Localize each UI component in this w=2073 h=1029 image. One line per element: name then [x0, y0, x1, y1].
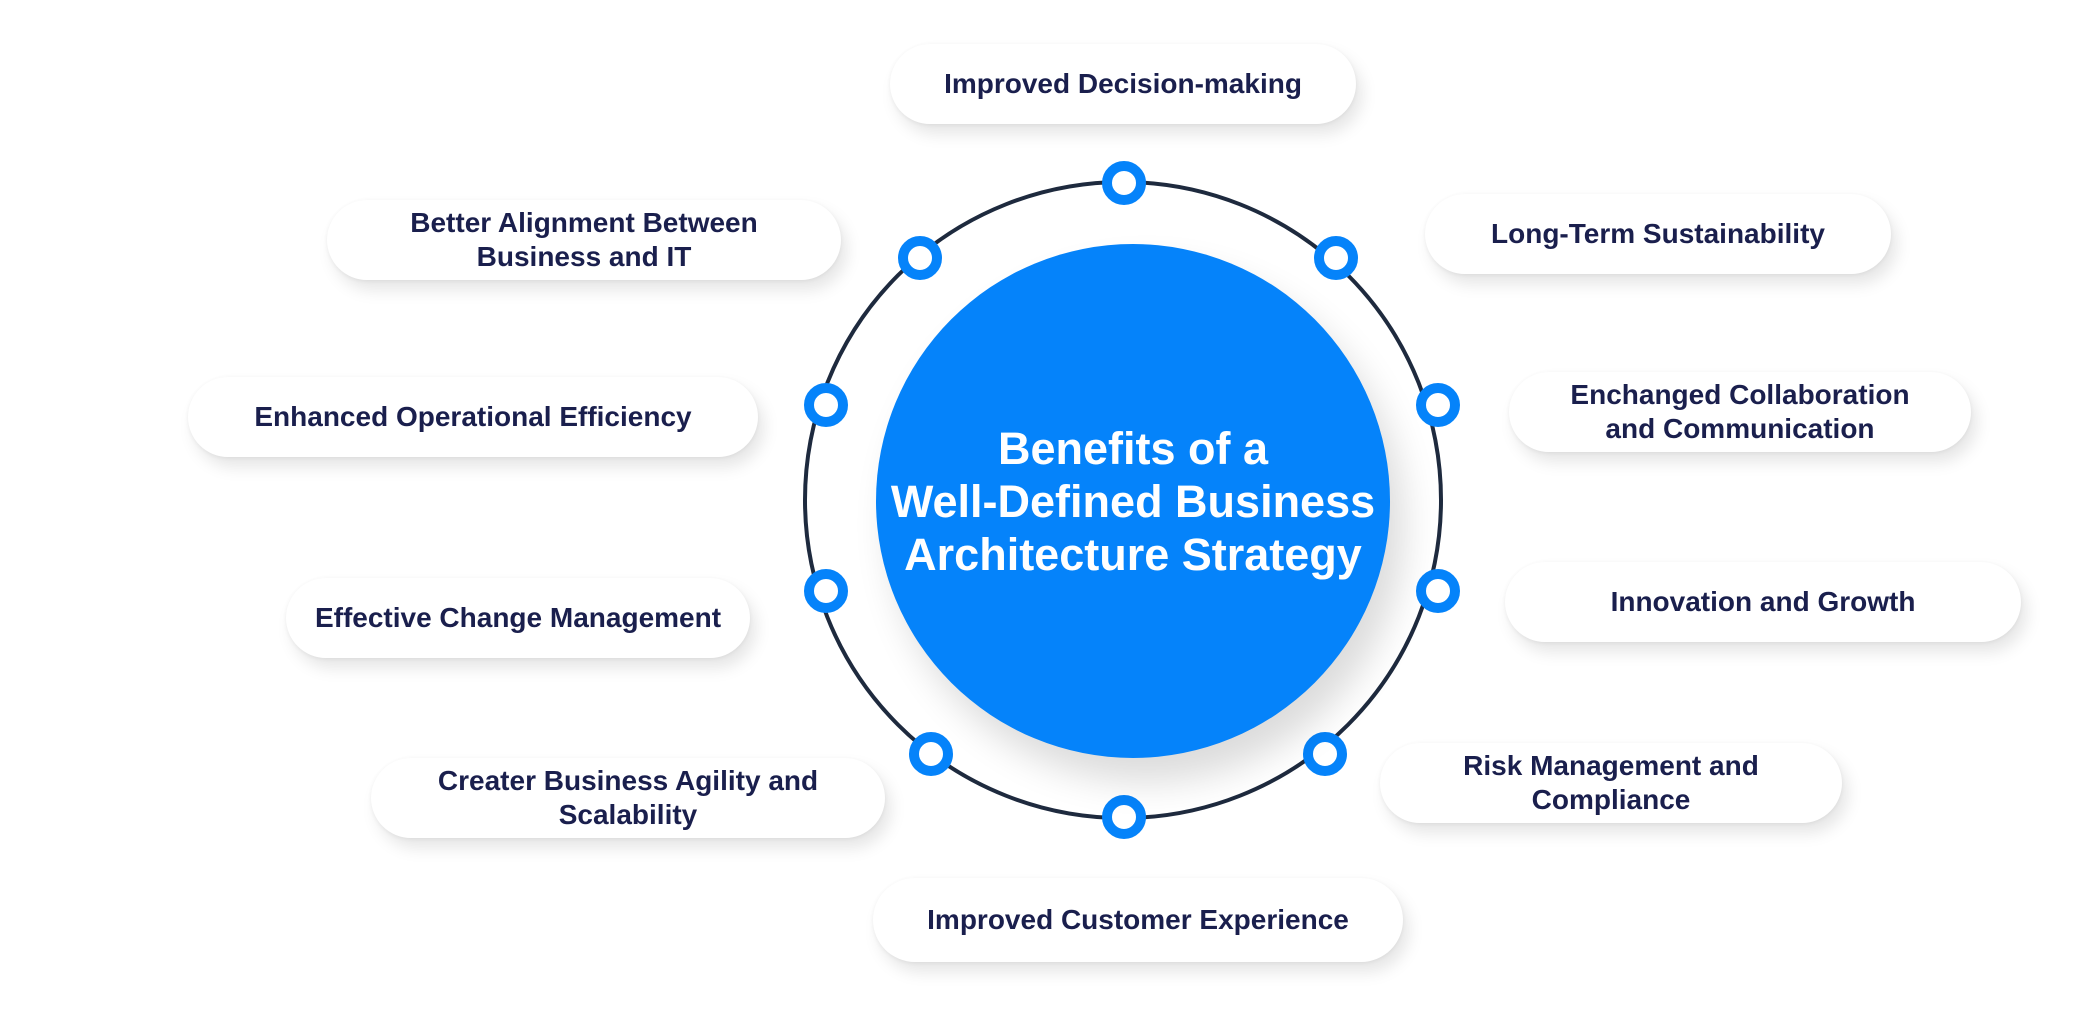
benefit-pill-innovation: Innovation and Growth [1505, 562, 2021, 642]
benefit-pill-customer-experience: Improved Customer Experience [873, 878, 1403, 962]
benefit-label: Enchanged Collaboration and Communicatio… [1570, 379, 1910, 444]
benefit-pill-business-it-alignment: Better Alignment Between Business and IT [327, 200, 841, 280]
ring-marker [1416, 569, 1460, 613]
center-title: Benefits of a Well-Defined Business Arch… [890, 422, 1376, 580]
ring-marker [1303, 732, 1347, 776]
benefit-label: Enhanced Operational Efficiency [254, 401, 692, 432]
benefit-label: Risk Management and Compliance [1463, 750, 1759, 815]
ring-marker [1314, 236, 1358, 280]
benefit-pill-sustainability: Long-Term Sustainability [1425, 194, 1891, 274]
benefit-pill-decision-making: Improved Decision-making [890, 44, 1356, 124]
benefit-label: Better Alignment Between Business and IT [410, 207, 758, 272]
benefit-pill-collaboration: Enchanged Collaboration and Communicatio… [1509, 372, 1971, 452]
benefit-pill-change-management: Effective Change Management [286, 578, 750, 658]
ring-marker [1102, 795, 1146, 839]
benefit-label: Innovation and Growth [1610, 586, 1916, 617]
ring-marker [898, 236, 942, 280]
ring-marker [1416, 383, 1460, 427]
benefit-pill-agility: Creater Business Agility and Scalability [371, 758, 885, 838]
benefit-pill-operational-efficiency: Enhanced Operational Efficiency [188, 377, 758, 457]
ring-marker [804, 383, 848, 427]
benefit-label: Improved Decision-making [944, 68, 1302, 99]
ring-marker [909, 732, 953, 776]
benefit-label: Long-Term Sustainability [1491, 218, 1825, 249]
ring-marker [1102, 161, 1146, 205]
center-circle: Benefits of a Well-Defined Business Arch… [876, 244, 1390, 758]
ring-marker [804, 569, 848, 613]
benefit-label: Creater Business Agility and Scalability [437, 765, 819, 830]
benefit-label: Improved Customer Experience [927, 904, 1349, 935]
benefit-pill-risk-management: Risk Management and Compliance [1380, 743, 1842, 823]
benefit-label: Effective Change Management [314, 602, 722, 633]
